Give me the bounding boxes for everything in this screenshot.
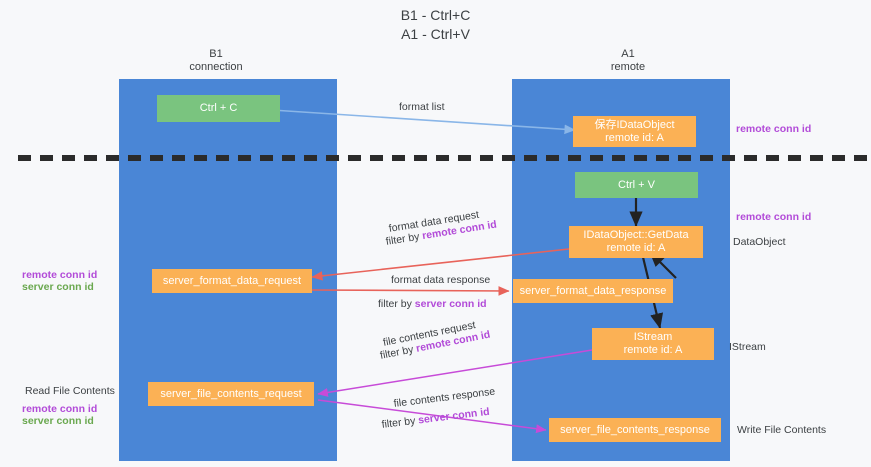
divider-dash xyxy=(590,155,603,161)
side-label-read-file-contents: Read File Contents xyxy=(25,385,115,397)
title-line-2: A1 - Ctrl+V xyxy=(401,26,470,42)
side-label-left-remote-conn-id: remote conn id xyxy=(22,269,98,281)
divider-dash xyxy=(150,155,163,161)
side-label-istream: IStream xyxy=(729,341,766,353)
divider-dash xyxy=(524,155,537,161)
divider-dash xyxy=(832,155,845,161)
lane-header-a1: A1 remote xyxy=(558,48,698,74)
side-label-remote-conn-id-mid: remote conn id xyxy=(736,211,812,223)
divider-dash xyxy=(678,155,691,161)
divider-dash xyxy=(744,155,757,161)
filter-prefix: filter by xyxy=(381,414,419,431)
divider-dash xyxy=(238,155,251,161)
node-ctrl-c[interactable]: Ctrl + C xyxy=(157,95,280,122)
node-server-file-contents-response[interactable]: server_file_contents_response xyxy=(549,418,721,442)
node-server-format-data-request-label: server_format_data_request xyxy=(162,274,302,287)
divider-dash xyxy=(634,155,647,161)
divider-dash xyxy=(40,155,53,161)
side-label-dataobject: DataObject xyxy=(733,236,786,248)
divider-dash xyxy=(568,155,581,161)
divider-dash xyxy=(84,155,97,161)
divider-dash xyxy=(436,155,449,161)
divider-dash xyxy=(612,155,625,161)
node-ctrl-v-label: Ctrl + V xyxy=(618,178,655,191)
divider-dash xyxy=(62,155,75,161)
divider-dash xyxy=(194,155,207,161)
edge-label-format-data-response: format data response xyxy=(391,274,491,286)
divider-dash xyxy=(128,155,141,161)
divider-dash xyxy=(106,155,119,161)
divider-dash xyxy=(260,155,273,161)
side-label-write-file-contents: Write File Contents xyxy=(737,424,827,436)
node-server-format-data-response[interactable]: server_format_data_response xyxy=(513,279,673,303)
node-idataobject-getdata-label: IDataObject::GetData xyxy=(583,229,689,241)
divider-dash xyxy=(788,155,801,161)
divider-dash xyxy=(304,155,317,161)
node-server-file-contents-response-label: server_file_contents_response xyxy=(560,423,710,436)
node-server-file-contents-request[interactable]: server_file_contents_request xyxy=(148,382,314,406)
divider-dash xyxy=(502,155,515,161)
divider-dash xyxy=(326,155,339,161)
node-istream-label: IStream xyxy=(633,331,673,343)
divider-dash xyxy=(810,155,823,161)
edge-label-format-list: format list xyxy=(399,101,445,113)
divider-dash xyxy=(172,155,185,161)
divider-dash xyxy=(480,155,493,161)
divider-dash xyxy=(348,155,361,161)
divider-dash xyxy=(370,155,383,161)
divider-dash xyxy=(854,155,867,161)
node-idataobject-getdata-remote-id: remote id: A xyxy=(606,242,666,254)
divider-dash xyxy=(700,155,713,161)
divider-dash xyxy=(414,155,427,161)
node-ctrl-v[interactable]: Ctrl + V xyxy=(575,172,698,198)
title-line-1: B1 - Ctrl+C xyxy=(400,7,471,23)
filter-prefix: filter by xyxy=(378,298,415,310)
side-label-remote-conn-id-top: remote conn id xyxy=(736,123,812,135)
lane-header-b1-sub: connection xyxy=(189,61,243,73)
page-title: B1 - Ctrl+C A1 - Ctrl+V xyxy=(0,6,871,44)
arrow-format-data-response xyxy=(311,286,510,296)
node-server-format-data-response-label: server_format_data_response xyxy=(519,284,667,297)
lane-header-b1-name: B1 xyxy=(209,48,223,60)
node-idataobject-getdata[interactable]: IDataObject::GetData remote id: A xyxy=(569,226,703,258)
node-istream-remote-id: remote id: A xyxy=(623,344,683,356)
side-label-left-remote-conn-id-2: remote conn id xyxy=(22,403,98,415)
lane-header-b1: B1 connection xyxy=(146,48,286,74)
node-server-file-contents-request-label: server_file_contents_request xyxy=(160,387,302,400)
node-idataobject-store-remote-id: remote id: A xyxy=(605,131,664,144)
divider-dash xyxy=(392,155,405,161)
divider-dash xyxy=(216,155,229,161)
node-server-format-data-request[interactable]: server_format_data_request xyxy=(152,269,312,293)
node-idataobject-store-label: 保存IDataObject xyxy=(594,118,675,131)
divider-dash xyxy=(766,155,779,161)
side-label-left-server-conn-id-2: server conn id xyxy=(22,415,94,427)
lane-header-a1-sub: remote xyxy=(610,61,646,73)
divider-dash xyxy=(546,155,559,161)
side-label-left-server-conn-id: server conn id xyxy=(22,281,94,293)
divider-dash xyxy=(722,155,735,161)
divider-dash xyxy=(18,155,31,161)
divider-dash xyxy=(282,155,295,161)
node-istream[interactable]: IStream remote id: A xyxy=(592,328,714,360)
edge-label-format-data-response-filter: filter by server conn id xyxy=(378,298,487,311)
lane-header-a1-name: A1 xyxy=(621,48,635,60)
divider-dash xyxy=(656,155,669,161)
node-ctrl-c-label: Ctrl + C xyxy=(199,102,238,114)
filter-key-server-conn-id: server conn id xyxy=(417,405,491,427)
divider-dash xyxy=(458,155,471,161)
node-idataobject-store[interactable]: 保存IDataObject remote id: A xyxy=(573,116,696,147)
filter-key-server-conn-id: server conn id xyxy=(414,298,487,310)
